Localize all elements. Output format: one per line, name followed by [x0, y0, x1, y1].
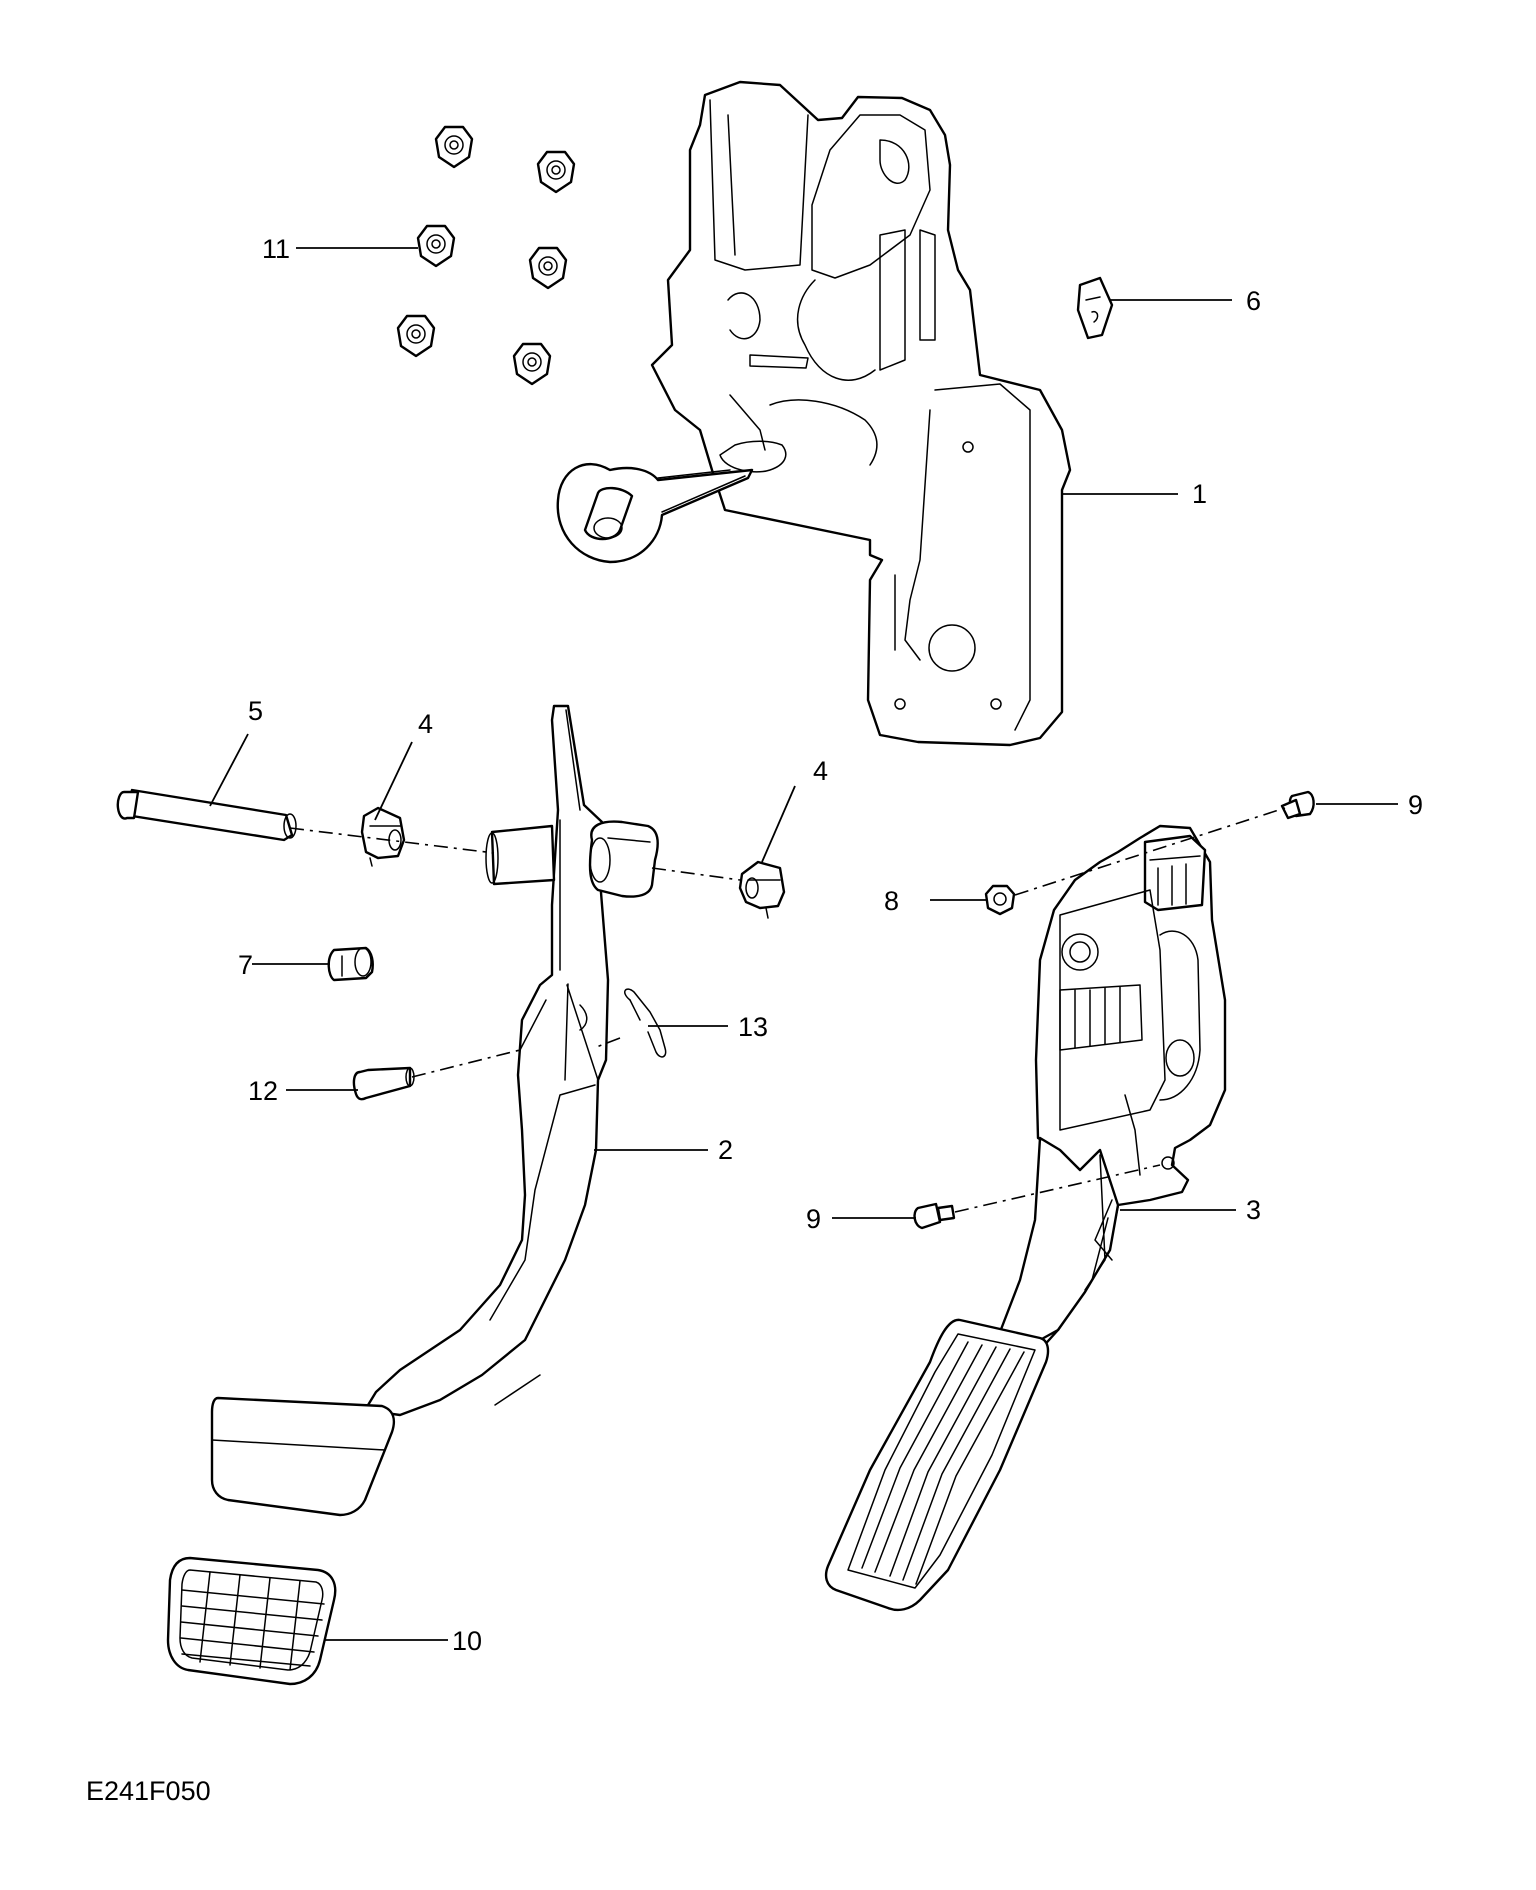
pivot-bush-right-part	[738, 860, 786, 919]
callout-6: 6	[1246, 286, 1261, 316]
callout-3: 3	[1246, 1195, 1261, 1225]
nut-part	[528, 246, 568, 290]
bushing-detail-callout	[556, 462, 754, 564]
clevis-pin-part	[352, 1066, 415, 1101]
bolt-part-upper	[1280, 790, 1315, 820]
callout-labels: 1 2 3 4 4 5 6 7 8 9 9 10 11 12 13	[238, 234, 1423, 1656]
callout-4-left: 4	[418, 709, 433, 739]
callout-13: 13	[738, 1012, 768, 1042]
callout-9-upper: 9	[1408, 790, 1423, 820]
brake-pedal-part	[210, 704, 659, 1517]
brake-pedal-pad-part	[166, 1556, 337, 1686]
nut-part	[536, 150, 576, 194]
bush-part	[327, 946, 374, 982]
callout-2: 2	[718, 1135, 733, 1165]
pivot-pin-part	[116, 788, 297, 842]
nut-part	[434, 125, 474, 169]
clip-part	[1076, 276, 1114, 340]
callout-9-lower: 9	[806, 1204, 821, 1234]
callout-10: 10	[452, 1626, 482, 1656]
callout-11: 11	[262, 234, 290, 264]
accelerator-pedal-part	[824, 824, 1227, 1612]
nut-part	[396, 314, 436, 358]
nut-part-8	[984, 884, 1016, 916]
bolt-part-lower	[913, 1202, 956, 1230]
callout-5: 5	[248, 696, 263, 726]
nut-part	[416, 224, 456, 268]
figure-code: E241F050	[86, 1776, 211, 1806]
pedal-box-bracket	[650, 80, 1072, 747]
leader-lines	[209, 247, 1398, 1641]
alignment-lines	[289, 807, 1286, 1213]
nut-part	[512, 342, 552, 386]
callout-8: 8	[884, 886, 899, 916]
spring-clip-part	[624, 988, 667, 1058]
nut-group	[396, 125, 576, 386]
callout-1: 1	[1192, 479, 1207, 509]
callout-7: 7	[238, 950, 253, 980]
callout-4-right: 4	[813, 756, 828, 786]
callout-12: 12	[248, 1076, 278, 1106]
pivot-bush-left-part	[360, 806, 406, 867]
